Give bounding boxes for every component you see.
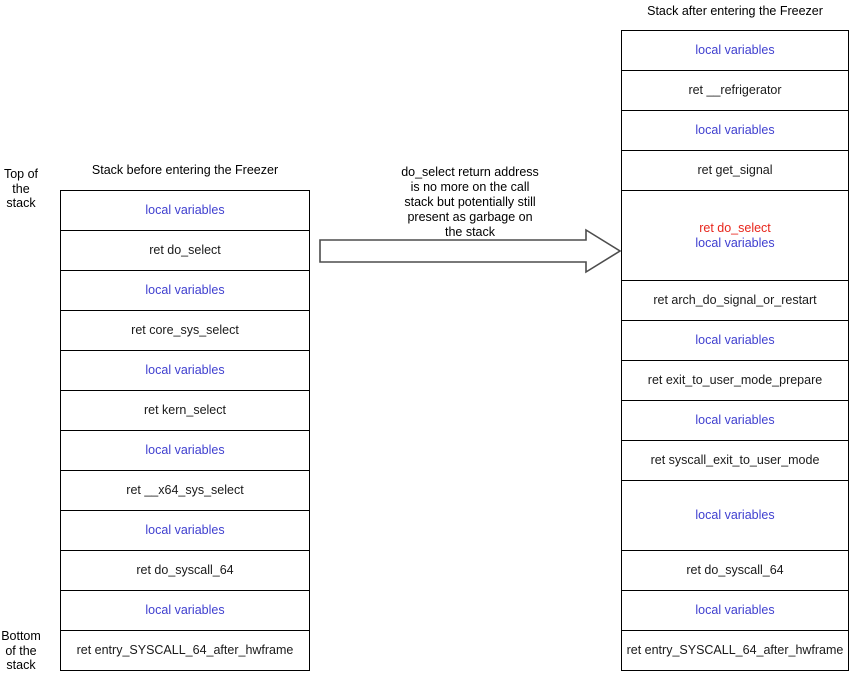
- left-stack-frame: local variables: [61, 351, 309, 391]
- left-stack-frame: local variables: [61, 431, 309, 471]
- local-variables-label: local variables: [145, 283, 225, 297]
- return-address-label: ret get_signal: [697, 163, 773, 177]
- return-address-label: ret entry_SYSCALL_64_after_hwframe: [76, 642, 294, 657]
- left-stack-frame: local variables: [61, 511, 309, 551]
- left-stack-frame: ret do_syscall_64: [61, 551, 309, 591]
- garbage-return-address: ret do_select: [699, 220, 771, 235]
- return-address-label: ret do_syscall_64: [686, 563, 784, 577]
- local-variables-label: local variables: [695, 603, 775, 617]
- right-stack-frame: local variables: [622, 481, 848, 551]
- local-variables-label: local variables: [695, 413, 775, 427]
- return-address-label: ret exit_to_user_mode_prepare: [647, 373, 823, 387]
- left-stack-frame: ret entry_SYSCALL_64_after_hwframe: [61, 631, 309, 669]
- return-address-label: ret arch_do_signal_or_restart: [653, 293, 817, 307]
- local-variables-label: local variables: [145, 443, 225, 457]
- right-stack-frame: ret do_syscall_64: [622, 551, 848, 591]
- local-variables-label: local variables: [695, 508, 775, 522]
- local-variables-label: local variables: [695, 235, 775, 250]
- local-variables-label: local variables: [695, 333, 775, 347]
- left-stack-frame: local variables: [61, 271, 309, 311]
- return-address-label: ret do_syscall_64: [136, 563, 234, 577]
- return-address-label: ret kern_select: [144, 403, 226, 417]
- right-stack-frame: ret entry_SYSCALL_64_after_hwframe: [622, 631, 848, 669]
- left-stack-frame: ret do_select: [61, 231, 309, 271]
- return-address-label: ret syscall_exit_to_user_mode: [650, 453, 820, 467]
- left-stack-title: Stack before entering the Freezer: [91, 163, 279, 177]
- return-address-label: ret do_select: [149, 243, 221, 257]
- right-stack-frame: local variables: [622, 321, 848, 361]
- right-stack-frame: local variables: [622, 591, 848, 631]
- right-stack-frame: ret exit_to_user_mode_prepare: [622, 361, 848, 401]
- transition-arrow-icon: [319, 228, 622, 274]
- right-stack-frame: local variables: [622, 31, 848, 71]
- local-variables-label: local variables: [145, 203, 225, 217]
- return-address-label: ret entry_SYSCALL_64_after_hwframe: [626, 642, 844, 657]
- right-stack-frame: local variables: [622, 401, 848, 441]
- local-variables-label: local variables: [695, 123, 775, 137]
- left-stack-frame: local variables: [61, 191, 309, 231]
- return-address-label: ret __x64_sys_select: [126, 483, 244, 497]
- local-variables-label: local variables: [145, 363, 225, 377]
- local-variables-label: local variables: [695, 43, 775, 57]
- left-stack-frame: ret kern_select: [61, 391, 309, 431]
- local-variables-label: local variables: [145, 603, 225, 617]
- return-address-label: ret core_sys_select: [131, 323, 239, 337]
- left-stack-frame: ret __x64_sys_select: [61, 471, 309, 511]
- return-address-label: ret __refrigerator: [688, 83, 782, 97]
- right-stack-frame: local variables: [622, 111, 848, 151]
- right-stack-frame: ret __refrigerator: [622, 71, 848, 111]
- right-stack-title: Stack after entering the Freezer: [647, 4, 823, 18]
- right-stack-frame: ret syscall_exit_to_user_mode: [622, 441, 848, 481]
- right-stack-frame: ret get_signal: [622, 151, 848, 191]
- local-variables-label: local variables: [145, 523, 225, 537]
- left-stack-frame: local variables: [61, 591, 309, 631]
- left-stack-frame: ret core_sys_select: [61, 311, 309, 351]
- right-stack-frame: ret arch_do_signal_or_restart: [622, 281, 848, 321]
